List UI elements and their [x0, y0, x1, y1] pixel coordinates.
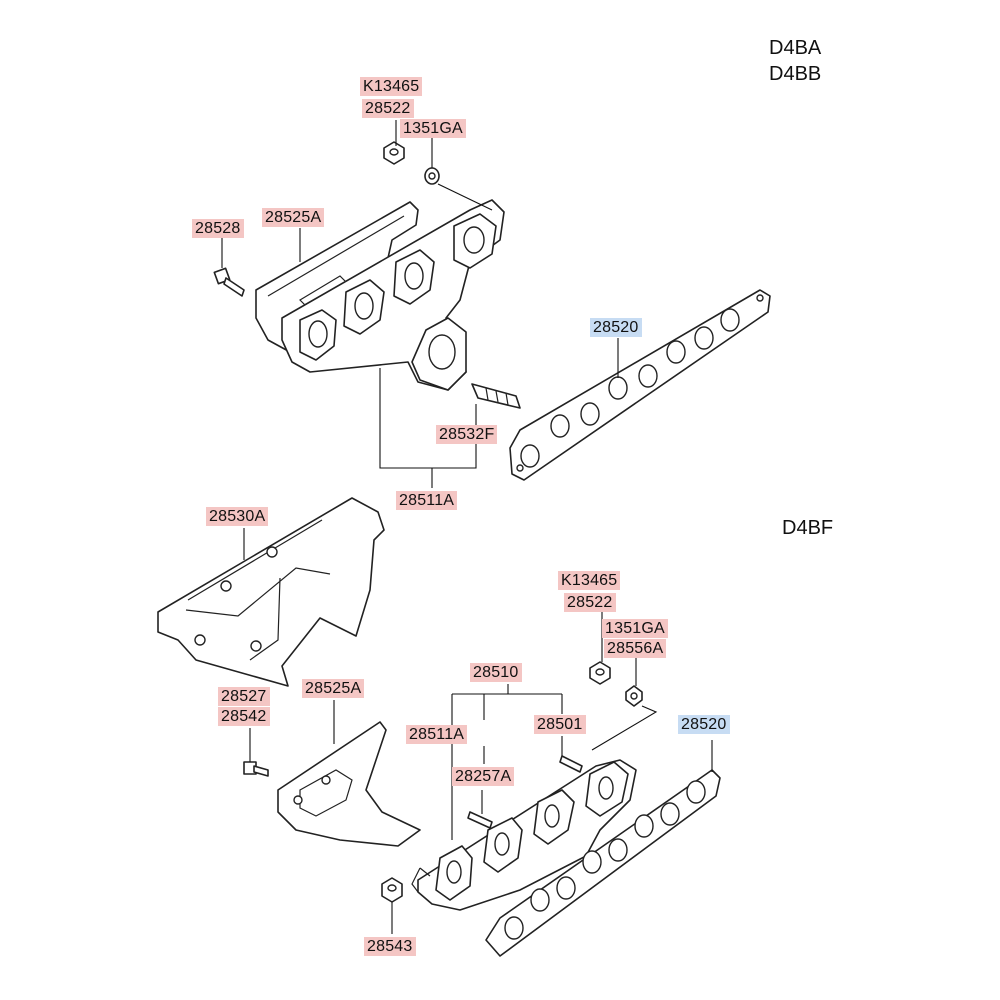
- lower-nut-k13465: [589, 661, 611, 685]
- part-label-k13465-lower[interactable]: K13465: [558, 571, 621, 590]
- part-label-28525a-lower[interactable]: 28525A: [302, 679, 365, 698]
- lower-bolt-28527: [243, 761, 269, 777]
- upper-leader-lines: [221, 120, 619, 488]
- part-label-28501[interactable]: 28501: [534, 715, 586, 734]
- part-label-k13465-upper[interactable]: K13465: [360, 77, 423, 96]
- part-label-28511a-lower[interactable]: 28511A: [406, 725, 468, 744]
- upper-washer-1351ga: [424, 167, 440, 185]
- part-label-28527[interactable]: 28527: [218, 687, 270, 706]
- part-label-28532f[interactable]: 28532F: [436, 425, 498, 444]
- upper-bolt-28528: [213, 267, 245, 297]
- upper-gasket-28520: [509, 289, 771, 481]
- part-label-28520-lower[interactable]: 28520: [678, 715, 730, 734]
- part-label-28522-lower[interactable]: 28522: [564, 593, 616, 612]
- part-label-28530a[interactable]: 28530A: [206, 507, 269, 526]
- upper-stud-28532f: [471, 383, 521, 409]
- part-label-28511a-upper[interactable]: 28511A: [396, 491, 458, 510]
- part-label-28542[interactable]: 28542: [218, 707, 270, 726]
- upper-nut-k13465: [383, 141, 405, 165]
- engine-code-d4bf: D4BF: [782, 517, 834, 539]
- lower-gasket-28520: [485, 769, 721, 957]
- lower-stud-28257a: [467, 811, 493, 829]
- upper-exhaust-manifold-28511a: [281, 199, 505, 391]
- part-label-1351ga-upper[interactable]: 1351GA: [400, 119, 466, 138]
- lower-stud-28501: [559, 755, 583, 773]
- lower-heat-shield-28525a: [277, 721, 421, 847]
- lower-nut-28543: [381, 877, 403, 903]
- part-label-28525a-upper[interactable]: 28525A: [262, 208, 325, 227]
- part-label-1351ga-lower[interactable]: 1351GA: [602, 619, 668, 638]
- lower-exhaust-manifold-28511a: [411, 759, 637, 911]
- lower-heat-protector-28530a: [157, 497, 385, 687]
- part-label-28522-upper[interactable]: 28522: [362, 99, 414, 118]
- part-label-28257a[interactable]: 28257A: [452, 767, 515, 786]
- part-label-28528[interactable]: 28528: [192, 219, 244, 238]
- part-label-28543[interactable]: 28543: [364, 937, 416, 956]
- lower-washer-1351ga: [625, 685, 643, 707]
- part-label-28520-upper[interactable]: 28520: [590, 318, 642, 337]
- engine-code-d4bb: D4BB: [769, 63, 822, 85]
- part-label-28556a[interactable]: 28556A: [604, 639, 667, 658]
- engine-code-d4ba: D4BA: [769, 37, 822, 59]
- part-label-28510[interactable]: 28510: [470, 663, 522, 682]
